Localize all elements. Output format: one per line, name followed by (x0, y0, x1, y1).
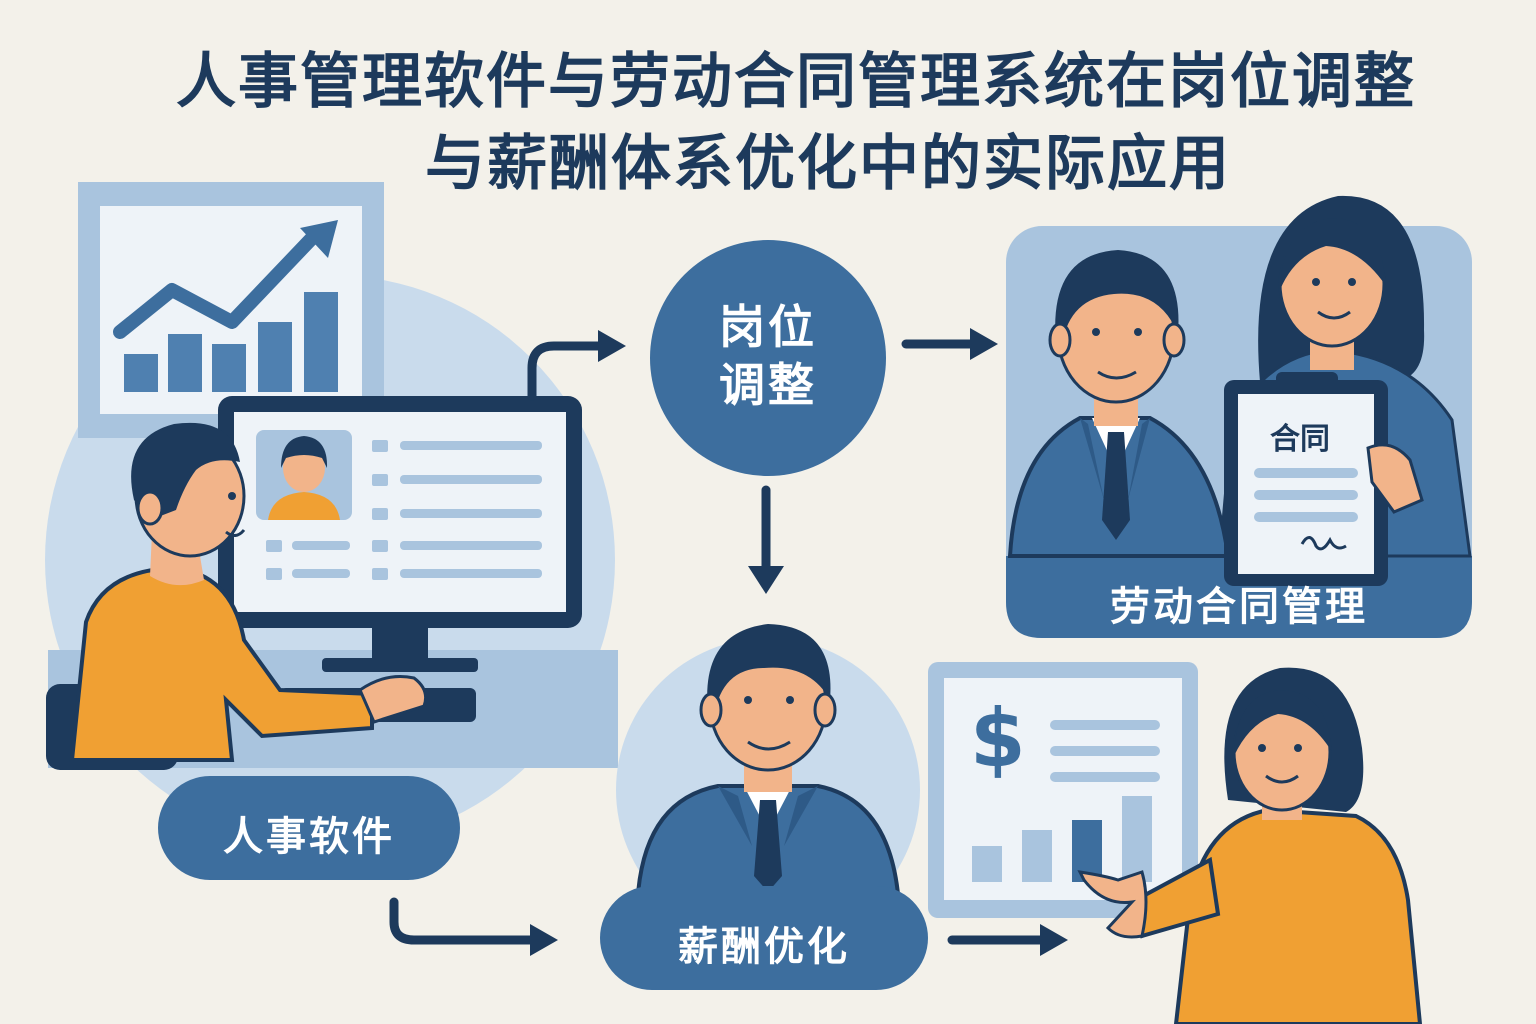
computer-monitor (218, 396, 582, 672)
job-adjustment-label-line-1: 岗位 (719, 300, 817, 354)
salary-optimization-pill (600, 886, 928, 990)
employee-man (635, 624, 901, 896)
arrowhead-icon (748, 566, 784, 594)
analyst-woman (1077, 667, 1423, 1024)
dollar-icon: $ (970, 692, 1026, 785)
page-title-line-2: 与薪酬体系优化中的实际应用 (425, 129, 1231, 199)
salary-chart-icon (928, 662, 1198, 918)
contract-management-label: 劳动合同管理 (1110, 584, 1368, 630)
arrow-software-to-salary (389, 897, 535, 945)
arrow-software-to-adjustment (527, 341, 603, 401)
arrowhead-icon (970, 328, 998, 360)
arrowhead-icon (598, 330, 626, 362)
job-adjustment-node (650, 240, 886, 476)
hr-software-label: 人事软件 (223, 814, 395, 860)
contract-man (1007, 250, 1231, 558)
salary-optimization-label: 薪酬优化 (678, 924, 850, 970)
analytics-chart-icon (78, 182, 384, 438)
hr-software-pill (158, 776, 460, 880)
hr-staff-man (46, 422, 428, 770)
page-title-line-1: 人事管理软件与劳动合同管理系统在岗位调整 (176, 47, 1416, 117)
arrowhead-icon (1040, 924, 1068, 956)
contract-document-icon (1224, 372, 1424, 586)
job-adjustment-label-line-2: 调整 (719, 358, 817, 412)
arrowhead-icon (530, 924, 558, 956)
contract-heading: 合同 (1270, 422, 1330, 457)
